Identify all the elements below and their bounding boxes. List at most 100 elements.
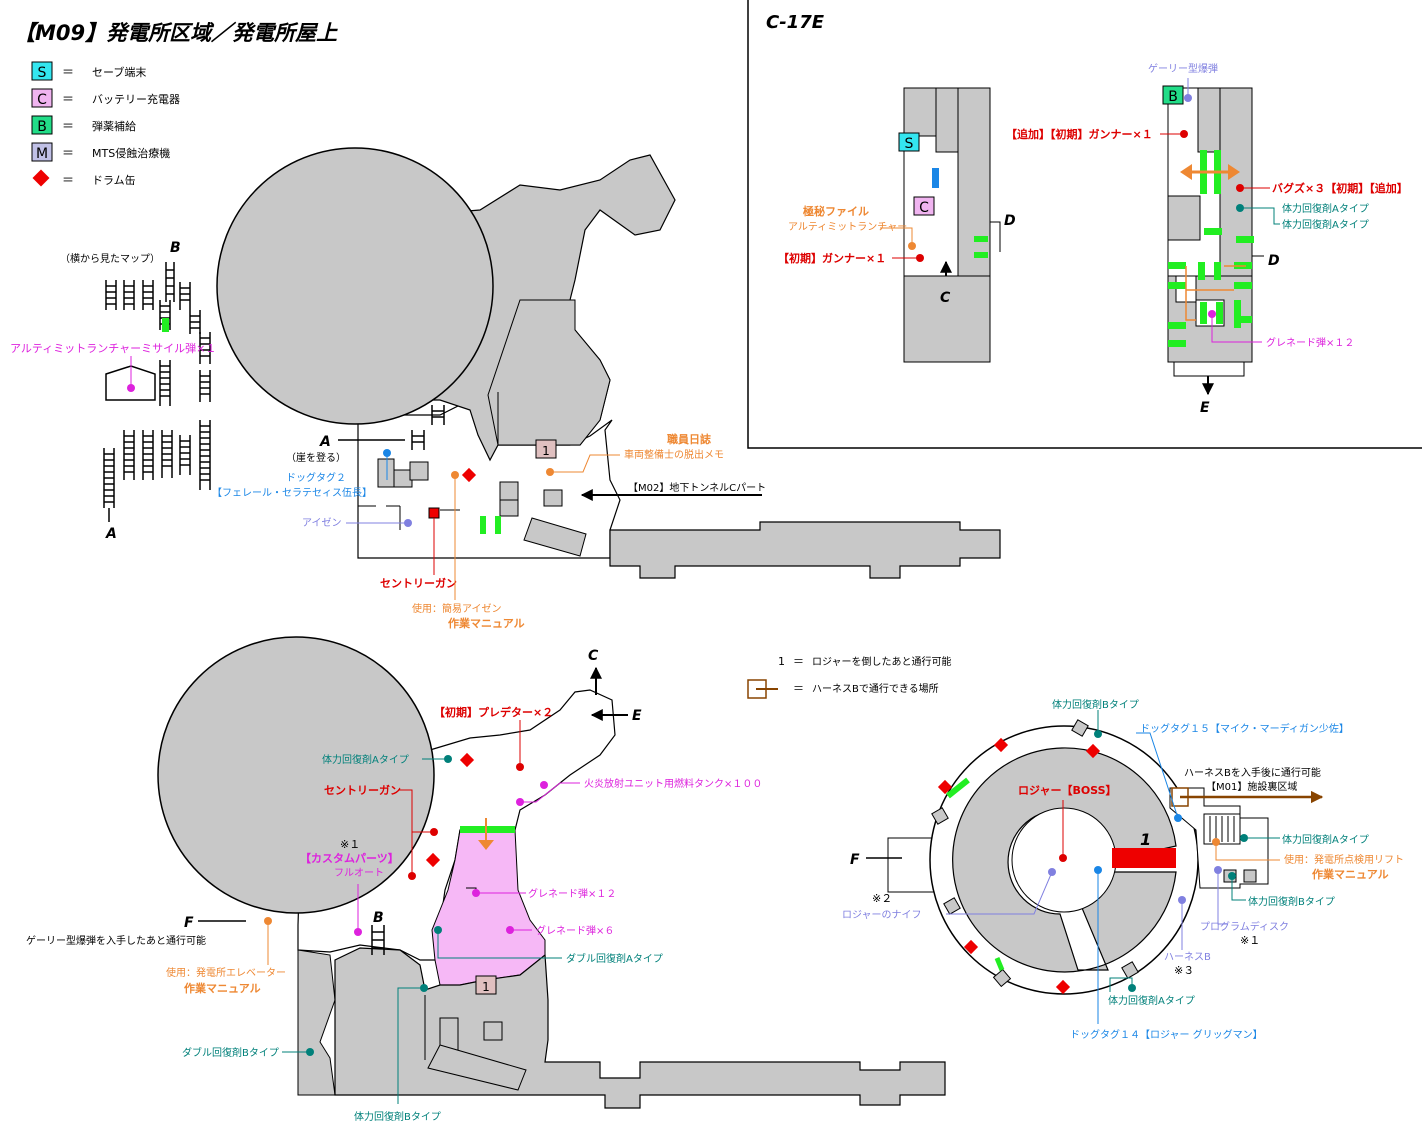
svg-text:＝: ＝ [62, 65, 74, 79]
svg-text:ハーネスB: ハーネスB [1164, 951, 1211, 963]
boss-room: 1 ハーネスBを入手後に通行可能 【M01】施設裏区域 体力回復剤Bタイプ ドッ… [842, 698, 1404, 1041]
svg-text:ドッグタグ２: ドッグタグ２ [286, 471, 346, 484]
svg-text:1: 1 [778, 655, 785, 668]
inset-c17e: C-17E S C C D 極秘ファイル アルティミットランチャー 【初期】ガン… [747, 0, 1422, 449]
svg-text:プログラムディスク: プログラムディスク [1200, 920, 1289, 933]
svg-text:MTS侵蝕治療機: MTS侵蝕治療機 [92, 146, 170, 160]
svg-text:【追加】【初期】ガンナー×１: 【追加】【初期】ガンナー×１ [1006, 127, 1153, 141]
svg-text:作業マニュアル: 作業マニュアル [448, 616, 525, 630]
svg-text:アルティミットランチャーミサイル弾×１: アルティミットランチャーミサイル弾×１ [10, 342, 216, 355]
svg-text:A: A [105, 526, 117, 542]
svg-text:【初期】ガンナー×１: 【初期】ガンナー×１ [778, 251, 886, 265]
svg-text:ダブル回復剤Bタイプ: ダブル回復剤Bタイプ [182, 1046, 279, 1059]
svg-text:＝: ＝ [62, 119, 74, 133]
svg-text:体力回復剤Aタイプ: 体力回復剤Aタイプ [1108, 994, 1195, 1007]
svg-text:極秘ファイル: 極秘ファイル [802, 204, 869, 218]
svg-text:C: C [940, 290, 951, 306]
svg-text:ロジャーを倒したあと通行可能: ロジャーを倒したあと通行可能 [812, 655, 952, 668]
svg-text:作業マニュアル: 作業マニュアル [1312, 867, 1389, 881]
svg-text:ハーネスBを入手後に通行可能: ハーネスBを入手後に通行可能 [1184, 766, 1321, 779]
svg-text:＝: ＝ [62, 92, 74, 106]
top-map: 1 A （崖を登る） ドッグタグ２ 【フェレール・セラテセィス伍長】 アイゼン … [212, 147, 1001, 630]
svg-text:体力回復剤Aタイプ: 体力回復剤Aタイプ [322, 753, 409, 766]
svg-text:（横から見たマップ）: （横から見たマップ） [60, 252, 160, 265]
svg-text:使用：発電所エレベーター: 使用：発電所エレベーター [166, 966, 286, 979]
svg-text:E: E [1200, 400, 1210, 416]
svg-text:（崖を登る）: （崖を登る） [286, 451, 346, 464]
svg-text:【カスタムパーツ】: 【カスタムパーツ】 [300, 852, 399, 865]
svg-text:B: B [37, 119, 47, 135]
svg-text:グレネード弾×１２: グレネード弾×１２ [1266, 336, 1354, 349]
svg-text:※１: ※１ [340, 838, 360, 851]
legend-save: S ＝ セーブ端末 [31, 61, 146, 81]
svg-text:ドラム缶: ドラム缶 [92, 173, 136, 187]
svg-text:＝: ＝ [62, 146, 74, 160]
svg-text:B: B [170, 240, 181, 256]
legend-drum: ＝ ドラム缶 [32, 169, 136, 187]
svg-text:使用：簡易アイゼン: 使用：簡易アイゼン [412, 602, 502, 615]
svg-text:セーブ端末: セーブ端末 [92, 65, 146, 79]
svg-text:1: 1 [1140, 830, 1151, 849]
svg-text:※３: ※３ [1174, 964, 1194, 977]
drum-icon [461, 467, 477, 483]
svg-text:C: C [919, 200, 929, 216]
legend-charger: C ＝ バッテリー充電器 [31, 88, 180, 108]
svg-text:体力回復剤Aタイプ: 体力回復剤Aタイプ [1282, 833, 1369, 846]
svg-text:【M02】地下トンネルCパート: 【M02】地下トンネルCパート [628, 481, 766, 494]
svg-text:ダブル回復剤Aタイプ: ダブル回復剤Aタイプ [566, 952, 663, 965]
svg-text:F: F [850, 852, 860, 868]
svg-text:バグズ×３【初期】【追加】: バグズ×３【初期】【追加】 [1272, 181, 1408, 195]
side-view-map: （横から見たマップ） B アルティミット [10, 240, 216, 542]
svg-text:D: D [1004, 213, 1016, 229]
svg-text:S: S [38, 65, 47, 81]
svg-text:1: 1 [482, 980, 490, 994]
svg-text:体力回復剤Aタイプ: 体力回復剤Aタイプ [1282, 218, 1369, 231]
svg-text:ハーネスBで通行できる場所: ハーネスBで通行できる場所 [812, 682, 939, 695]
svg-text:体力回復剤Bタイプ: 体力回復剤Bタイプ [1052, 698, 1139, 711]
svg-text:※１: ※１ [1240, 934, 1260, 947]
svg-text:D: D [1268, 253, 1280, 269]
svg-text:＝: ＝ [793, 682, 804, 695]
svg-text:弾薬補給: 弾薬補給 [92, 119, 136, 133]
svg-text:グレネード弾×６: グレネード弾×６ [536, 924, 614, 937]
svg-text:ゲーリー型爆弾: ゲーリー型爆弾 [1148, 62, 1218, 75]
svg-text:※２: ※２ [872, 892, 892, 905]
svg-text:作業マニュアル: 作業マニュアル [184, 981, 261, 995]
svg-text:【フェレール・セラテセィス伍長】: 【フェレール・セラテセィス伍長】 [212, 487, 372, 499]
legend-ammo: B ＝ 弾薬補給 [31, 115, 136, 135]
svg-text:セントリーガン: セントリーガン [324, 783, 401, 797]
reactor-dome-top [216, 147, 494, 425]
svg-text:A: A [319, 434, 331, 450]
svg-text:C: C [588, 648, 599, 664]
svg-text:アルティミットランチャー: アルティミットランチャー [788, 221, 907, 233]
svg-text:火炎放射ユニット用燃料タンク×１００: 火炎放射ユニット用燃料タンク×１００ [584, 777, 762, 790]
bottom-map: 1 C E 【初期】プレデター×２ 体力回復剤Aタイプ セントリーガン 火炎放射… [26, 636, 946, 1123]
svg-text:使用：発電所点検用リフト: 使用：発電所点検用リフト [1284, 853, 1404, 866]
svg-text:フルオート: フルオート [334, 867, 384, 879]
svg-text:C: C [37, 92, 47, 108]
svg-text:【初期】プレデター×２: 【初期】プレデター×２ [434, 705, 553, 719]
legend-mts: M ＝ MTS侵蝕治療機 [31, 142, 170, 162]
svg-text:F: F [184, 915, 194, 931]
svg-text:1: 1 [542, 444, 550, 458]
svg-text:＝: ＝ [62, 173, 74, 187]
svg-text:職員日誌: 職員日誌 [667, 432, 711, 446]
svg-text:車両整備士の脱出メモ: 車両整備士の脱出メモ [624, 448, 724, 461]
svg-text:ゲーリー型爆弾を入手したあと通行可能: ゲーリー型爆弾を入手したあと通行可能 [26, 934, 206, 947]
svg-text:ロジャー【BOSS】: ロジャー【BOSS】 [1018, 784, 1117, 797]
svg-text:B: B [373, 910, 384, 926]
svg-text:ロジャーのナイフ: ロジャーのナイフ [842, 909, 922, 921]
svg-text:体力回復剤Aタイプ: 体力回復剤Aタイプ [1282, 202, 1369, 215]
legend-secondary: 1 ＝ ロジャーを倒したあと通行可能 ＝ ハーネスBで通行できる場所 [747, 655, 952, 699]
map-title: 【M09】発電所区域／発電所屋上 [14, 21, 338, 45]
svg-text:バッテリー充電器: バッテリー充電器 [92, 92, 180, 106]
svg-text:S: S [905, 136, 914, 152]
legend: S ＝ セーブ端末 C ＝ バッテリー充電器 B ＝ 弾薬補給 M ＝ MTS侵… [31, 61, 180, 187]
svg-text:体力回復剤Bタイプ: 体力回復剤Bタイプ [354, 1110, 441, 1123]
svg-text:C-17E: C-17E [766, 12, 825, 33]
svg-text:ドッグタグ１５【マイク・マーディガン少佐】: ドッグタグ１５【マイク・マーディガン少佐】 [1140, 722, 1349, 735]
reactor-dome-bottom [157, 636, 435, 914]
svg-text:体力回復剤Bタイプ: 体力回復剤Bタイプ [1248, 895, 1335, 908]
svg-text:B: B [1168, 89, 1178, 105]
